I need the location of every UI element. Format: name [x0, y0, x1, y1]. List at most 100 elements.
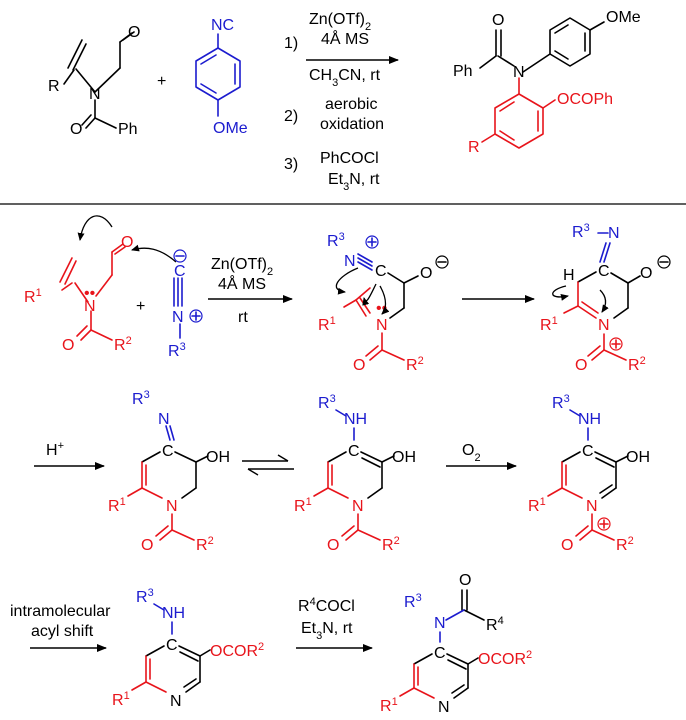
imine-amide-nitrogen: N: [166, 498, 178, 515]
im-carbon: C: [598, 263, 610, 280]
product-nitrogen: N: [513, 64, 525, 81]
zw-amide-oxygen: O: [353, 357, 365, 374]
acyloxy-pyridine: R3 NH C OCOR2 N R1: [112, 587, 264, 710]
final-nitrogen: N: [434, 615, 446, 632]
step2-line2: oxidation: [320, 116, 384, 133]
amide-nitrogen: N: [89, 86, 101, 103]
pyridinium-carbon: C: [582, 443, 594, 460]
pyr-carbon: C: [166, 637, 178, 654]
pyr-r3: R3: [136, 587, 154, 606]
pyridinium-r3: R3: [552, 393, 570, 412]
zw-carbon: C: [375, 263, 387, 280]
enamine-ring: R3 NH C OH N R1 O R2: [294, 393, 416, 554]
enamine-nh: NH: [344, 411, 367, 428]
pyr-nh: NH: [162, 605, 185, 622]
substituent-r: R: [48, 78, 60, 95]
pyridinium-hydroxyl: OH: [626, 449, 650, 466]
mech-iminium: R3 N C O H N R1: [540, 222, 671, 374]
step1-catalyst: Zn(OTf)2: [309, 11, 371, 33]
top-scheme: O R N O Ph + NC OMe 1) Zn(OTf)2 4Å MS CH…: [48, 9, 641, 193]
pyridinium-nh: NH: [578, 411, 601, 428]
step3-number: 3): [284, 156, 298, 173]
mech1-r1: R1: [24, 287, 42, 306]
im-hydrogen: H: [563, 267, 575, 284]
im-nitrogen: N: [608, 225, 620, 242]
aldehyde-oxygen: O: [128, 24, 140, 41]
mech1-r2: R2: [114, 335, 132, 354]
step3-reagent: PhCOCl: [320, 150, 379, 167]
mech1-catalyst: Zn(OTf)2: [211, 256, 273, 278]
imine-hydroxyl: OH: [206, 449, 230, 466]
product-methoxy: OMe: [606, 9, 641, 26]
final-product: O R4 R3 N C OCOR2 N R1: [380, 572, 532, 716]
final-carbonyl-oxygen: O: [459, 572, 471, 589]
im-r2: R2: [628, 355, 646, 374]
enamine-hydroxyl: OH: [392, 449, 416, 466]
pyr-nitrogen: N: [170, 693, 182, 710]
im-r1: R1: [540, 315, 558, 334]
im-amide-oxygen: O: [575, 357, 587, 374]
pyridinium-nitrogen: N: [586, 498, 598, 515]
enamine-amide-nitrogen: N: [352, 498, 364, 515]
mech1-plus: +: [136, 298, 145, 315]
step2-number: 2): [284, 108, 298, 125]
amide-oxygen: O: [70, 121, 82, 138]
mech1-isocyanide-carbon: C: [174, 263, 186, 280]
methoxy-label: OMe: [213, 120, 248, 137]
mech1-amide-oxygen: O: [62, 337, 74, 354]
mech1-sieves: 4Å MS: [218, 274, 266, 293]
oxidant-label: O2: [462, 442, 481, 464]
zw-oxygen: O: [420, 265, 432, 282]
pyridinium-r2: R2: [616, 535, 634, 554]
mech1-temp: rt: [238, 309, 248, 326]
pyridinium-ring: R3 NH C OH N R1 O: [528, 393, 650, 554]
acylation-base: Et3N, rt: [301, 620, 353, 642]
final-r3: R3: [404, 592, 422, 611]
isocyanide-label: NC: [211, 17, 234, 34]
final-ring-nitrogen: N: [438, 699, 450, 716]
mech-substrate: O •• N R1 O R2: [24, 215, 133, 354]
step1-solvent: CH3CN, rt: [309, 67, 381, 89]
zw-r3: R3: [327, 231, 345, 250]
final-r4: R4: [486, 615, 504, 634]
acid-label: H+: [46, 440, 64, 459]
product-benzoate: OCOPh: [557, 91, 613, 108]
mech-isocyanide: C N R3: [131, 244, 203, 360]
pyridinium-r1: R1: [528, 496, 546, 515]
imine-r1: R1: [108, 496, 126, 515]
mechanism-row-2: H+ R3 N C OH N R1 O R2: [34, 389, 650, 554]
enamine-carbon: C: [348, 443, 360, 460]
acyl-shift-line2: acyl shift: [31, 623, 94, 640]
zw-r2: R2: [406, 355, 424, 374]
pyridinium-amide-oxygen: O: [561, 537, 573, 554]
mechanism-row-3: intramolecular acyl shift R3 NH C OCOR2 …: [10, 572, 532, 716]
zw-r1: R1: [318, 315, 336, 334]
pyr-acyloxy: OCOR2: [210, 641, 264, 660]
mech1-isocyanide-nitrogen: N: [172, 309, 184, 326]
im-oxygen: O: [640, 265, 652, 282]
acylation-reagent: R4COCl: [298, 596, 355, 615]
phenyl-label: Ph: [118, 121, 138, 138]
final-carbon: C: [434, 645, 446, 662]
final-acyloxy: OCOR2: [478, 649, 532, 668]
product-phenyl: Ph: [453, 63, 473, 80]
equilibrium-arrows: [242, 454, 294, 476]
im-r3: R3: [572, 222, 590, 241]
im-nitrogen-amide: N: [598, 317, 610, 334]
enamine-r1: R1: [294, 496, 312, 515]
product-carbonyl-oxygen: O: [492, 12, 504, 29]
mech1-lone-pair: ••: [84, 285, 95, 302]
enamine-amide-oxygen: O: [327, 537, 339, 554]
imine-amide-oxygen: O: [141, 537, 153, 554]
mech-zwitterion: R3 N C O •• N R1 O: [318, 231, 449, 374]
acyl-shift-line1: intramolecular: [10, 603, 111, 620]
mech1-r3: R3: [168, 341, 186, 360]
mech1-aldehyde-oxygen: O: [121, 234, 133, 251]
step2-line1: aerobic: [325, 96, 377, 113]
zw-nitrogen-amide: N: [376, 317, 388, 334]
top-product: O Ph N OMe OCOPh R: [453, 9, 641, 156]
imine-carbon: C: [162, 443, 174, 460]
imine-r3: R3: [132, 389, 150, 408]
imine-r2: R2: [196, 535, 214, 554]
